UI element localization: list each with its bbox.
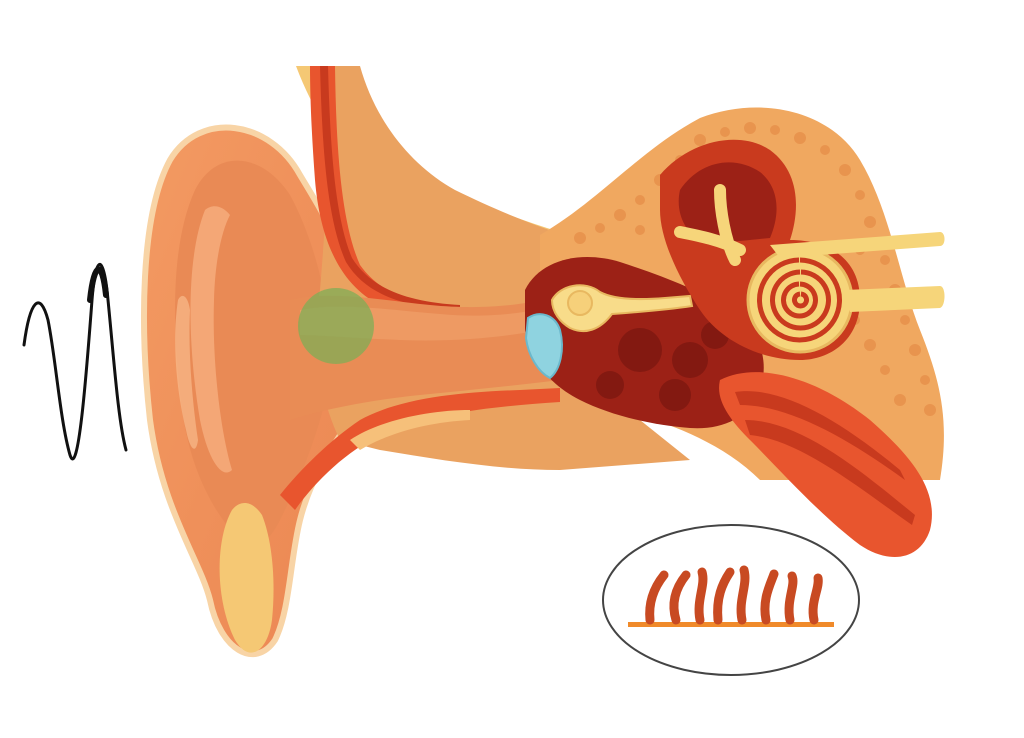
semicircular-canals bbox=[678, 162, 777, 243]
sound-wave-line bbox=[22, 263, 128, 461]
auditory-nerve bbox=[770, 232, 945, 312]
pinna-helix-highlight bbox=[190, 206, 232, 473]
cochlea bbox=[746, 246, 854, 354]
canal-highlight bbox=[298, 288, 374, 364]
hair-cells bbox=[645, 565, 823, 625]
earlobe bbox=[219, 503, 274, 653]
bone-spots bbox=[574, 122, 936, 416]
muscle-upper bbox=[310, 66, 520, 325]
muscle-lower bbox=[280, 388, 560, 510]
basilar-membrane bbox=[628, 622, 834, 627]
ossicles bbox=[550, 284, 694, 333]
pinna bbox=[141, 124, 364, 658]
hair-cell-inset bbox=[602, 524, 860, 676]
inset-frame bbox=[602, 524, 860, 676]
sound-wave bbox=[22, 263, 128, 461]
eardrum bbox=[524, 313, 563, 380]
